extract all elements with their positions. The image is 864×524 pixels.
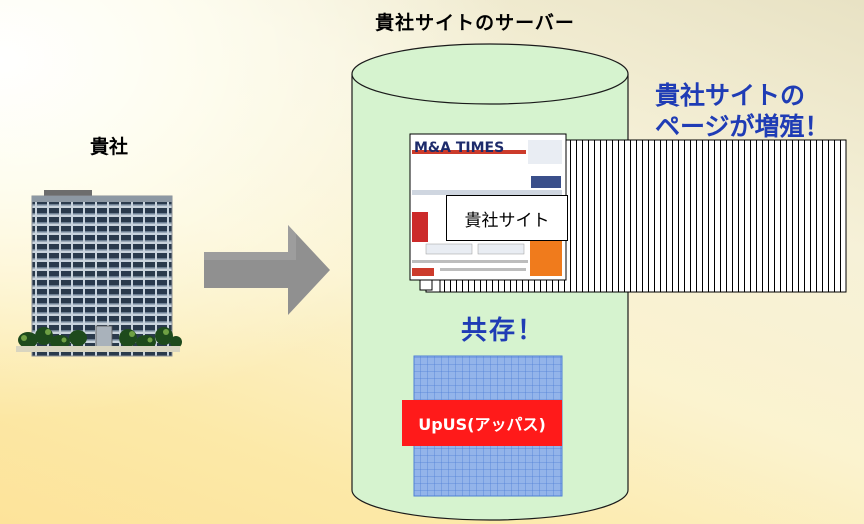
coexist-label: 共存！ [460,316,545,346]
pages-label-line2: ページが増殖！ [655,112,830,141]
pages-proliferate-label: 貴社サイトの ページが増殖！ [655,80,830,142]
upus-label-text: UpUS(アッパス) [418,415,546,434]
site-label-box: 貴社サイト [446,195,568,241]
arrow-right-icon [204,225,330,315]
server-title: 貴社サイトのサーバー [375,12,575,34]
office-building-icon [16,190,182,357]
site-logo: M&A TIMES [414,140,504,156]
upus-label-box: UpUS(アッパス) [402,400,562,446]
pages-label-line1: 貴社サイトの [655,81,806,110]
site-label-text: 貴社サイト [464,210,550,231]
company-label: 貴社 [89,136,128,158]
